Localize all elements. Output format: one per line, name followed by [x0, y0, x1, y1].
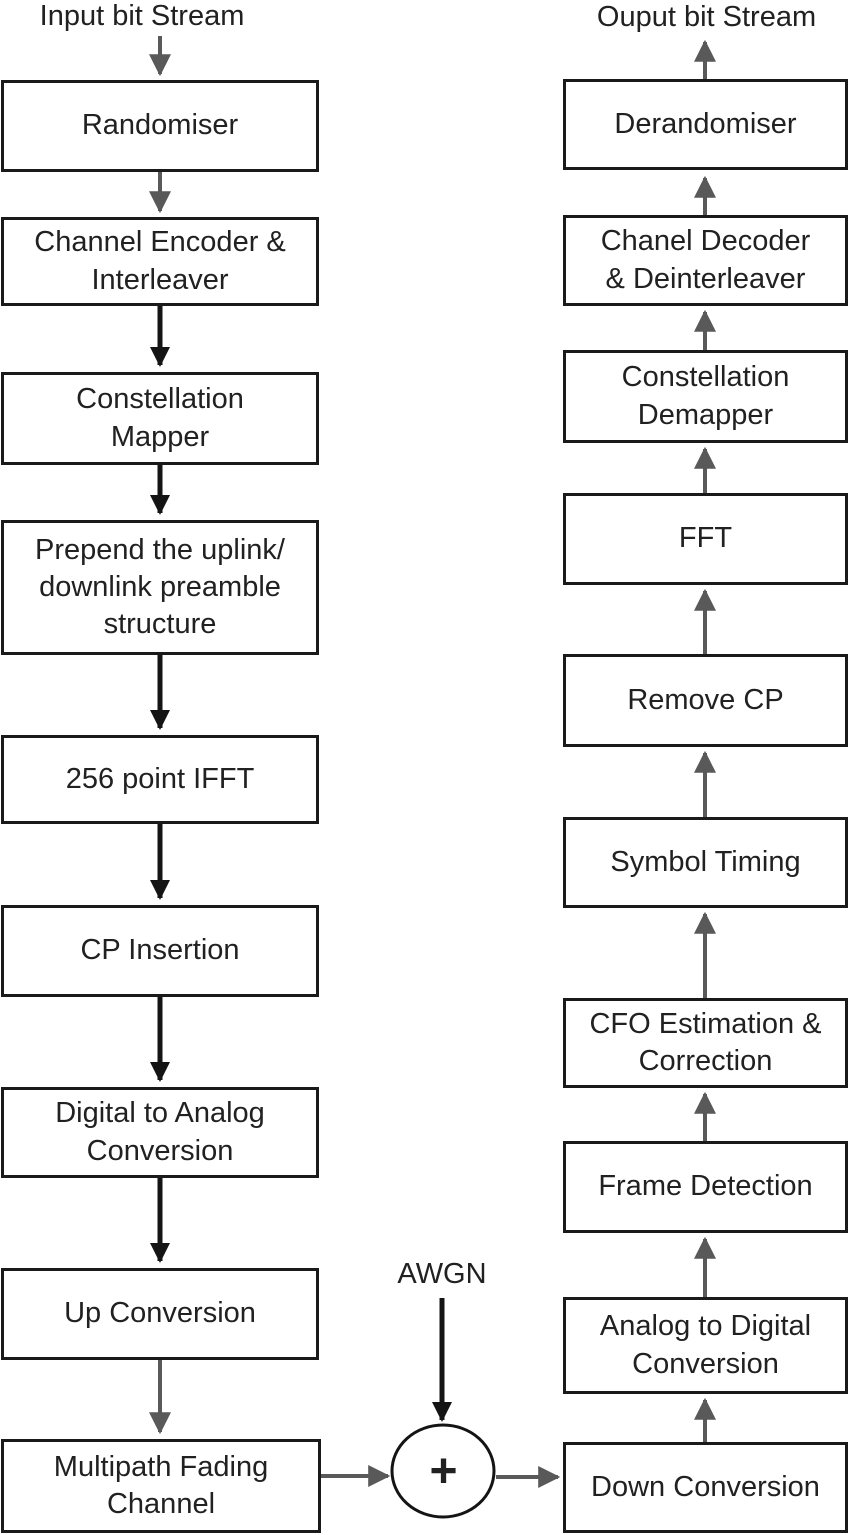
- box-256-point-ifft: 256 point IFFT: [1, 735, 319, 824]
- box-cfo-estimation-correction: CFO Estimation & Correction: [563, 998, 848, 1088]
- awgn-label: AWGN: [397, 1258, 487, 1290]
- box-channel-encoder-interleaver: Channel Encoder & Interleaver: [1, 217, 319, 306]
- box-cp-insertion: CP Insertion: [1, 905, 319, 997]
- box-prepend-preamble: Prepend the uplink/ downlink preamble st…: [1, 520, 319, 655]
- plus-icon: +: [429, 1444, 458, 1498]
- box-analog-to-digital: Analog to Digital Conversion: [563, 1297, 848, 1394]
- input-bit-stream-label: Input bit Stream: [39, 0, 245, 32]
- box-chanel-decoder-deinterleaver: Chanel Decoder & Deinterleaver: [563, 215, 848, 306]
- box-constellation-mapper: Constellation Mapper: [1, 372, 319, 465]
- box-digital-to-analog: Digital to Analog Conversion: [1, 1087, 319, 1178]
- box-remove-cp: Remove CP: [563, 654, 848, 747]
- box-multipath-fading-channel: Multipath Fading Channel: [1, 1439, 321, 1533]
- adder-node: [390, 1423, 496, 1519]
- box-frame-detection: Frame Detection: [563, 1141, 848, 1233]
- box-up-conversion: Up Conversion: [1, 1268, 319, 1360]
- box-down-conversion: Down Conversion: [563, 1442, 848, 1533]
- box-derandomiser: Derandomiser: [563, 79, 848, 170]
- box-constellation-demapper: Constellation Demapper: [563, 350, 848, 443]
- box-symbol-timing: Symbol Timing: [563, 817, 848, 908]
- box-randomiser: Randomiser: [1, 80, 319, 172]
- output-bit-stream-label: Ouput bit Stream: [596, 1, 817, 33]
- box-fft: FFT: [563, 493, 848, 585]
